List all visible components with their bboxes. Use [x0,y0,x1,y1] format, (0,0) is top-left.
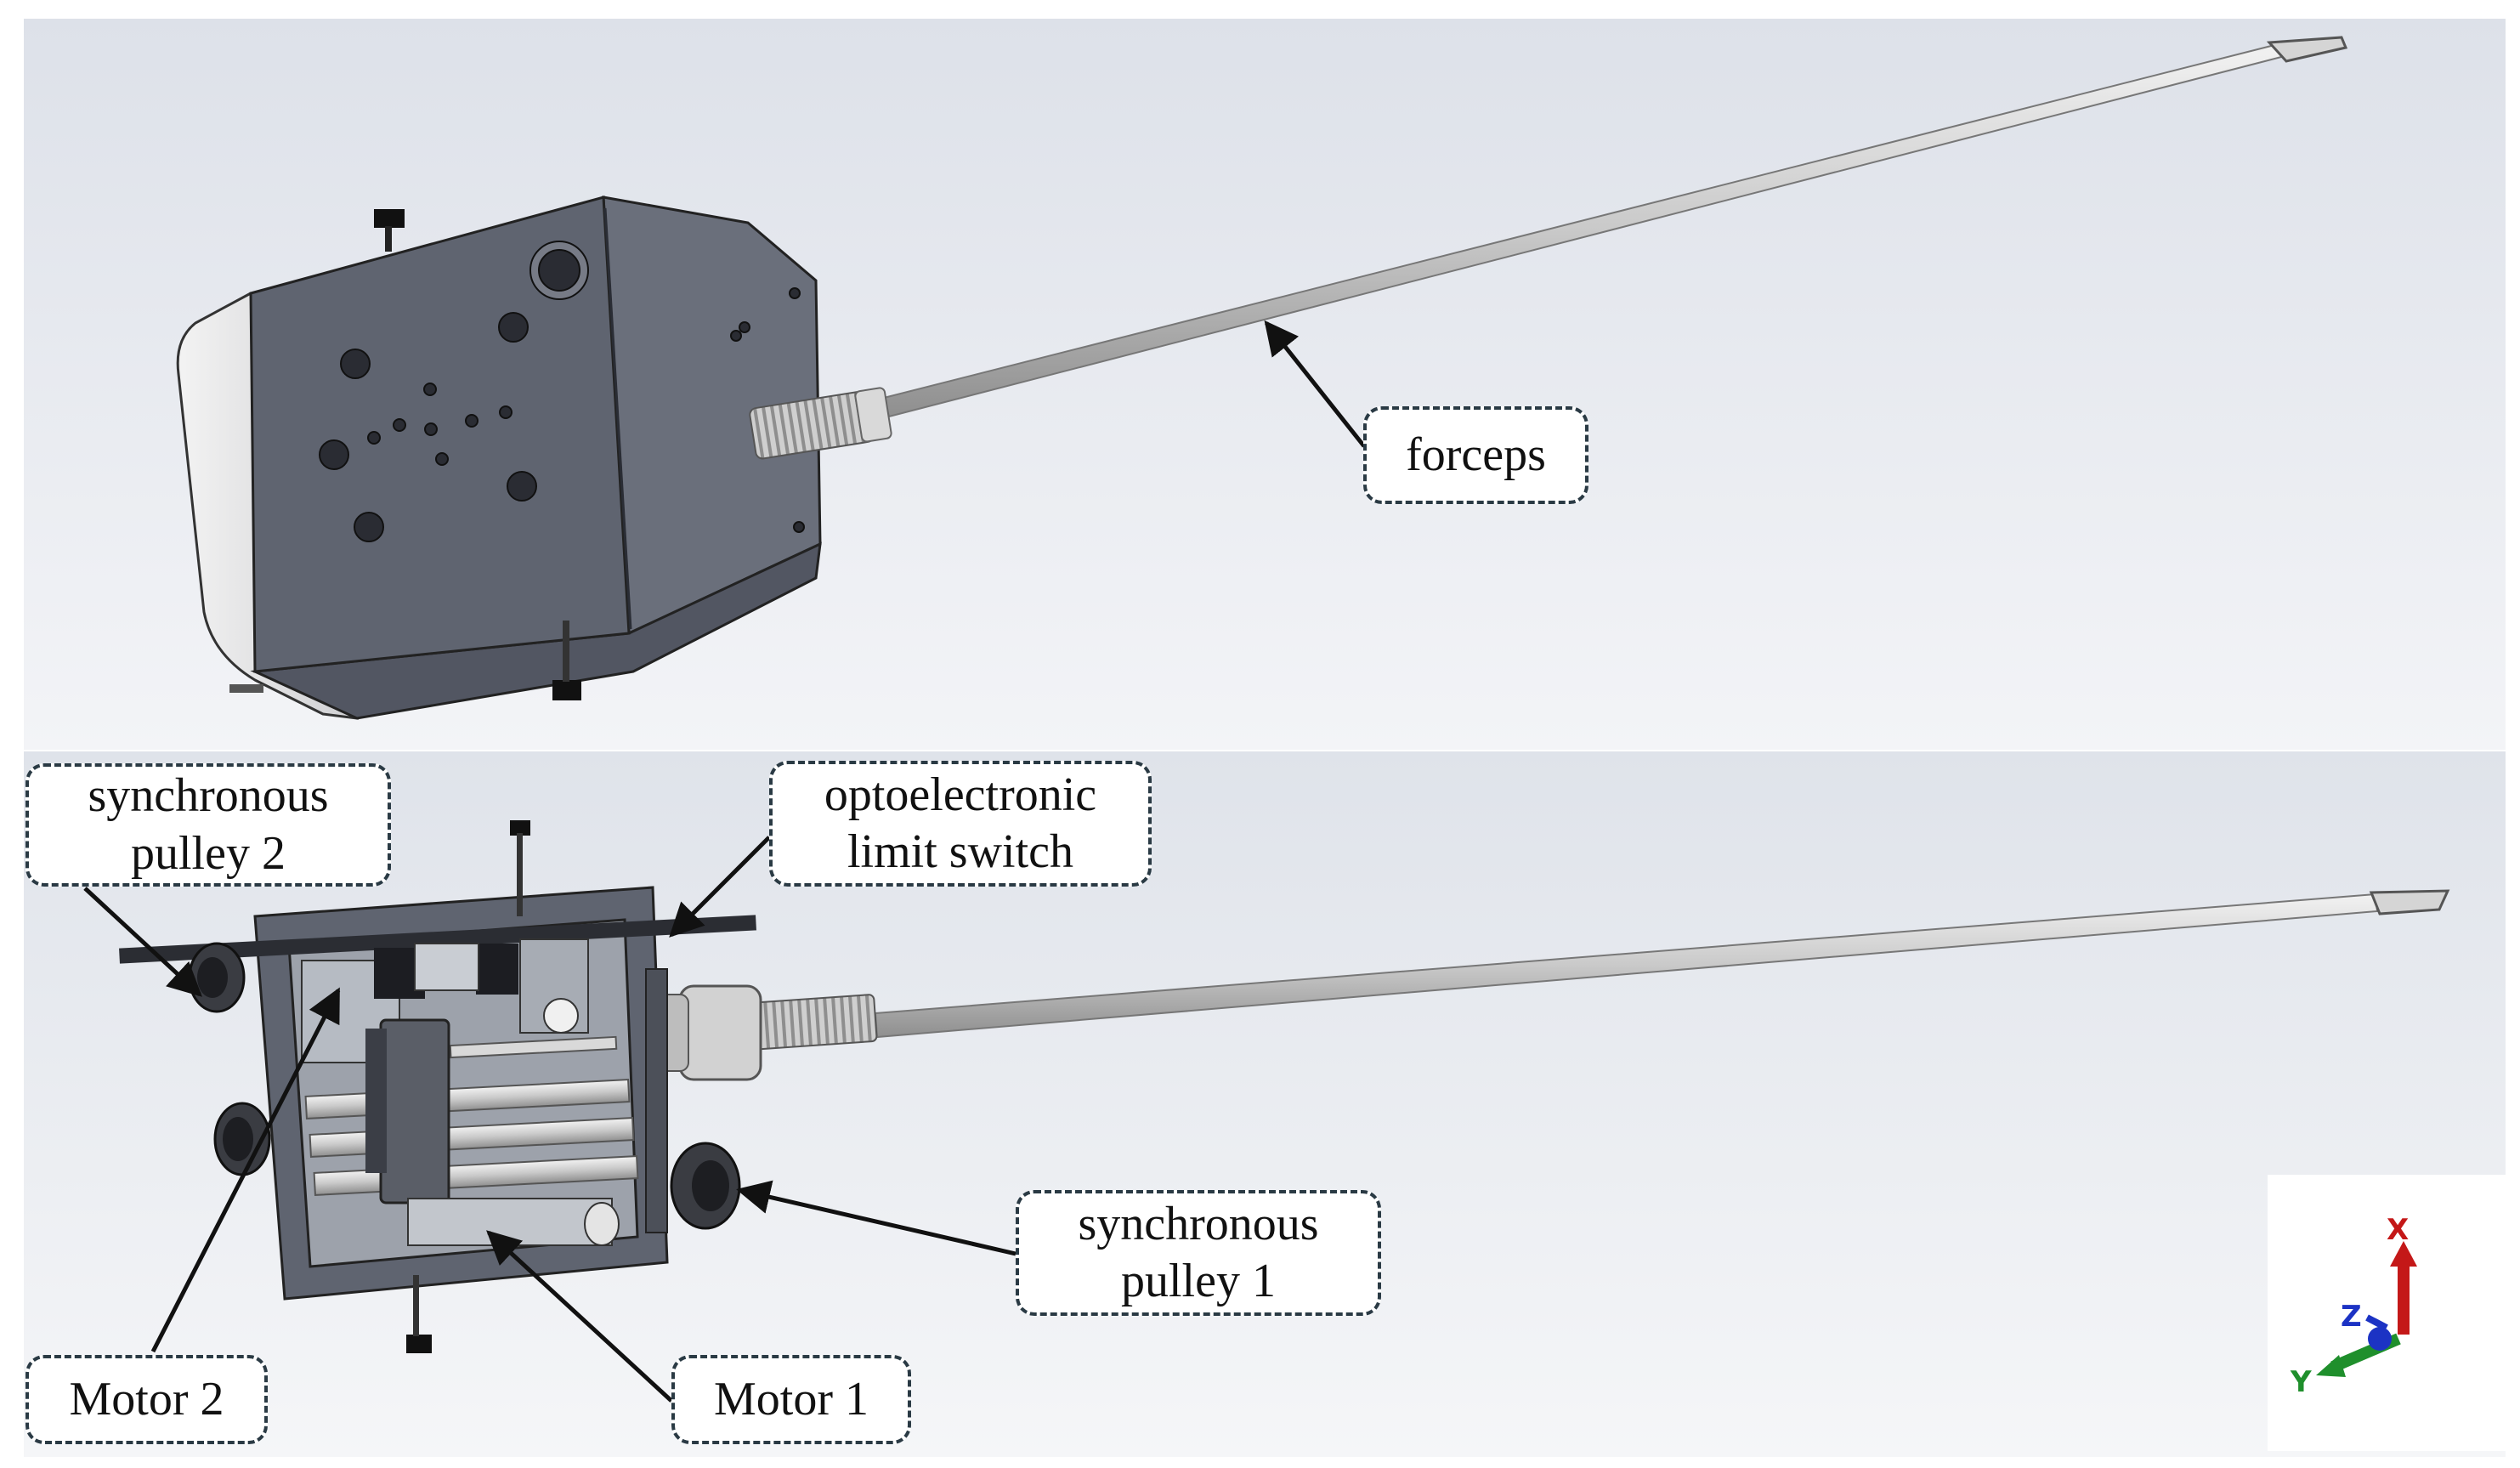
synchronous-pulley-2-shape [188,942,246,1013]
bottom-coupling-nut [678,984,762,1081]
label-synchronous-pulley-2: synchronous pulley 2 [25,763,391,887]
arrow-optoelectronic-limit-switch [669,836,771,938]
arrow-forceps [1264,320,1366,448]
bottom-forceps-tip [2369,889,2450,915]
label-optoelectronic-line2: limit switch [847,825,1073,878]
bottom-threaded-connector [745,994,878,1051]
arrow-synchronous-pulley-1 [736,1180,1016,1256]
label-forceps-text: forceps [1406,428,1546,481]
label-optoelectronic-line1: optoelectronic [824,768,1097,821]
bottom-knob-lower [406,1335,432,1353]
left-lower-pulley-shape [213,1102,271,1176]
label-motor-2: Motor 2 [25,1355,268,1444]
label-synchronous-pulley-1-line2: pulley 1 [1121,1255,1276,1307]
top-knob-upper [374,209,405,228]
label-forceps: forceps [1363,406,1588,504]
arrow-synchronous-pulley-2 [83,887,202,997]
motor-1-body [407,1198,613,1246]
label-motor-2-text: Motor 2 [69,1372,224,1425]
top-housing-front [249,196,631,673]
label-synchronous-pulley-1: synchronous pulley 1 [1016,1190,1381,1316]
top-knob-lower [552,680,581,700]
synchronous-pulley-1-shape [670,1142,741,1230]
label-motor-1-text: Motor 1 [714,1372,869,1425]
bottom-top-bar [119,915,756,964]
carriage-block [379,1018,450,1204]
axis-label-z: Z [2341,1300,2362,1334]
label-synchronous-pulley-2-line2: pulley 2 [131,826,286,880]
top-forceps-tip [2266,36,2348,63]
label-synchronous-pulley-1-line1: synchronous [1078,1197,1319,1250]
top-housing-holes [319,241,805,542]
top-assembly [176,36,2348,720]
coordinate-triad: X Y Z [2268,1175,2506,1451]
bottom-knob-upper [510,820,530,836]
arrow-motor-2 [150,987,341,1353]
label-optoelectronic-limit-switch: optoelectronic limit switch [769,761,1152,887]
axis-label-x: X [2387,1213,2409,1247]
axis-label-y: Y [2290,1365,2312,1399]
leader-arrows [83,320,1366,1403]
label-synchronous-pulley-2-line1: synchronous [88,769,329,823]
bottom-assembly [119,820,2450,1353]
label-motor-1: Motor 1 [671,1355,911,1444]
arrow-motor-1 [486,1230,673,1403]
